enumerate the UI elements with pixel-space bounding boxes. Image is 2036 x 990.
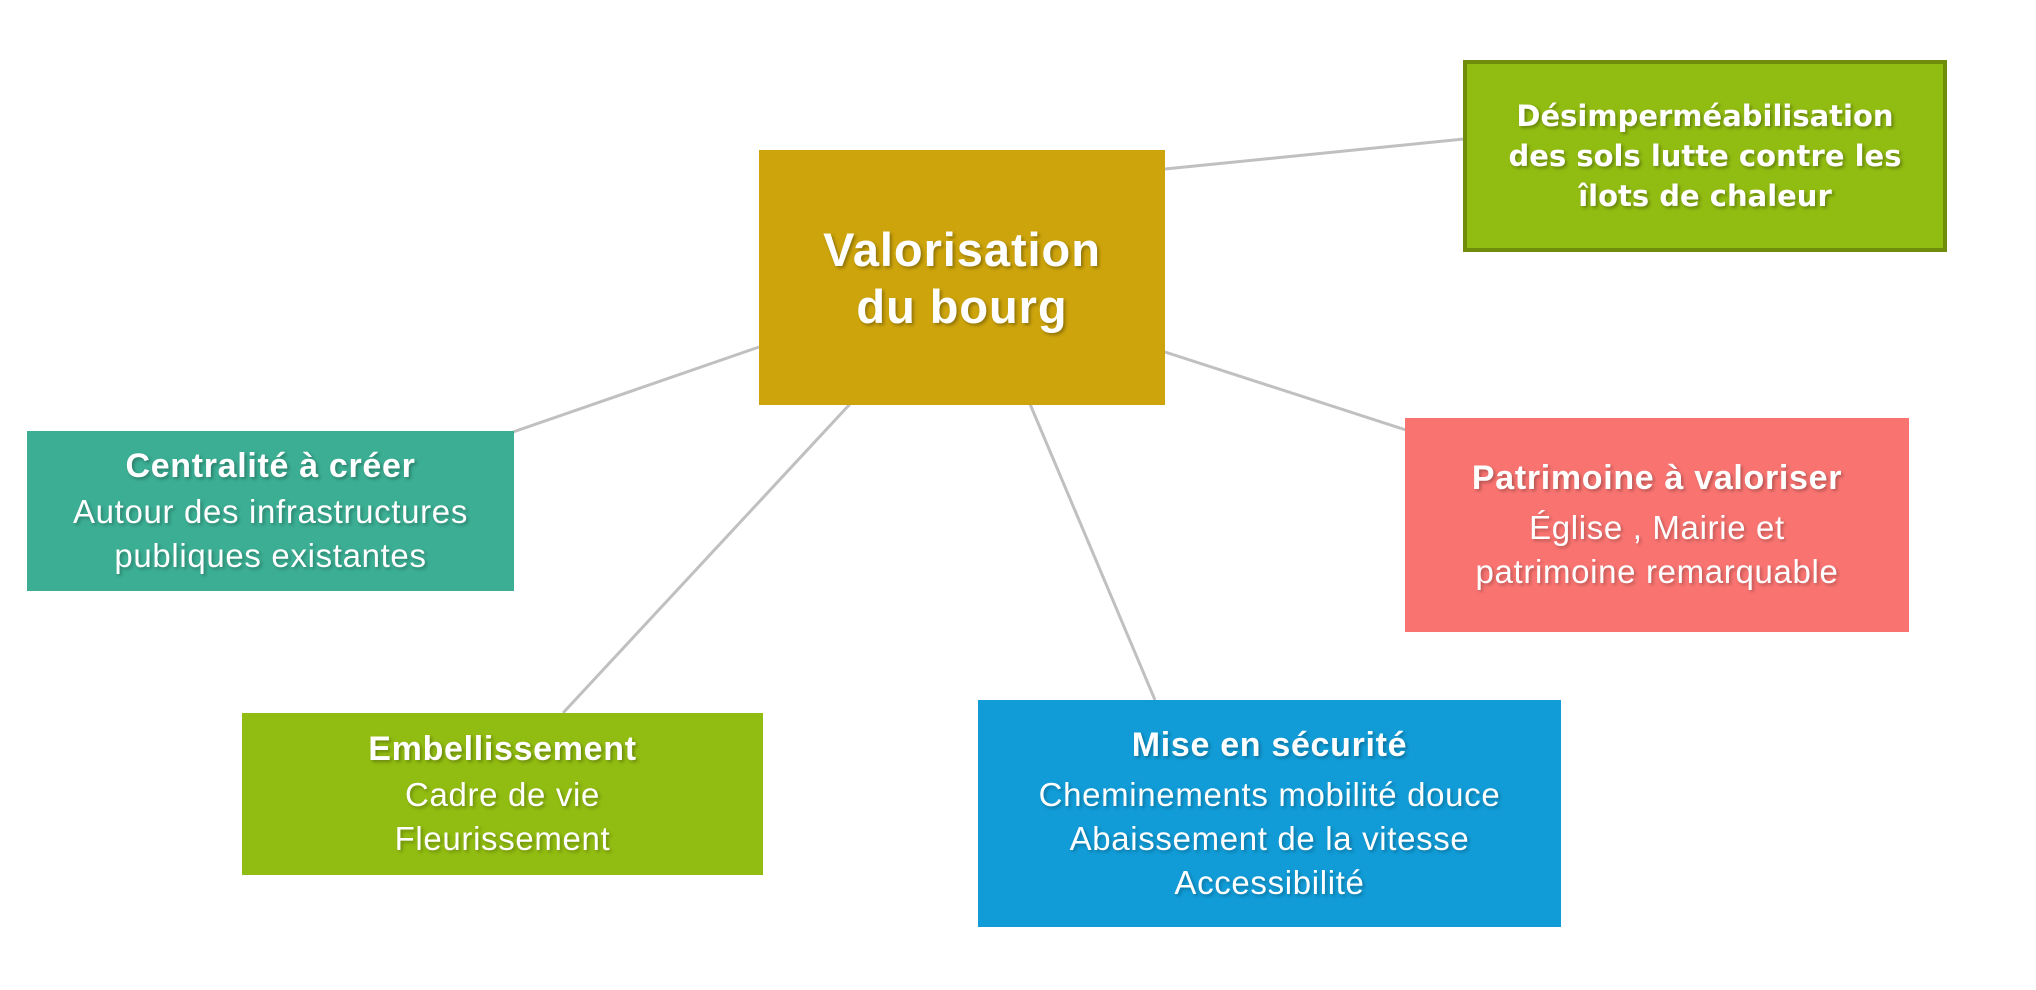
connector-line-embellissement <box>561 402 852 715</box>
node-centralite-a-creer: Centralité à créer Autour des infrastruc… <box>27 431 514 591</box>
center-node-title-line: Valorisation <box>823 222 1101 276</box>
node-body: Cadre de vie Fleurissement <box>395 773 611 861</box>
node-title: Mise en sécurité <box>1131 725 1408 764</box>
node-body: Cheminements mobilité douce Abaissement … <box>1039 773 1501 905</box>
node-title-line: Désimperméabilisation <box>1516 99 1894 133</box>
node-title-line: des sols lutte contre les <box>1508 139 1902 173</box>
node-title: Embellissement <box>368 730 637 768</box>
node-title-line: îlots de chaleur <box>1578 179 1832 213</box>
node-body-line: patrimoine remarquable <box>1475 553 1839 590</box>
node-valorisation-du-bourg: Valorisation du bourg <box>759 150 1165 405</box>
connector-line-securite <box>1028 403 1157 701</box>
node-body-line: Église , Mairie et <box>1529 509 1785 546</box>
connector-line-centralite <box>512 345 760 434</box>
node-embellissement: Embellissement Cadre de vie Fleurissemen… <box>242 713 763 875</box>
node-desimpermeabilisation: Désimperméabilisation des sols lutte con… <box>1463 60 1947 252</box>
node-mise-en-securite: Mise en sécurité Cheminements mobilité d… <box>978 700 1561 927</box>
center-node-title-line: du bourg <box>856 279 1068 333</box>
node-body-line: Cadre de vie <box>404 776 600 813</box>
node-body-line: Autour des infrastructures <box>72 493 468 530</box>
node-body-line: Accessibilité <box>1174 863 1365 901</box>
node-body: Église , Mairie et patrimoine remarquabl… <box>1475 506 1838 594</box>
node-body-line: publiques existantes <box>114 537 427 574</box>
connector-line-patrimoine <box>1164 350 1407 432</box>
node-body: Autour des infrastructures publiques exi… <box>73 490 468 578</box>
node-patrimoine-a-valoriser: Patrimoine à valoriser Église , Mairie e… <box>1405 418 1909 632</box>
node-title: Patrimoine à valoriser <box>1471 459 1843 497</box>
connector-line-desimpermeabilisation <box>1164 137 1465 171</box>
node-body-line: Abaissement de la vitesse <box>1069 819 1470 857</box>
node-title: Centralité à créer <box>125 447 416 485</box>
node-body-line: Fleurissement <box>394 820 611 857</box>
node-body-line: Cheminements mobilité douce <box>1038 775 1501 813</box>
